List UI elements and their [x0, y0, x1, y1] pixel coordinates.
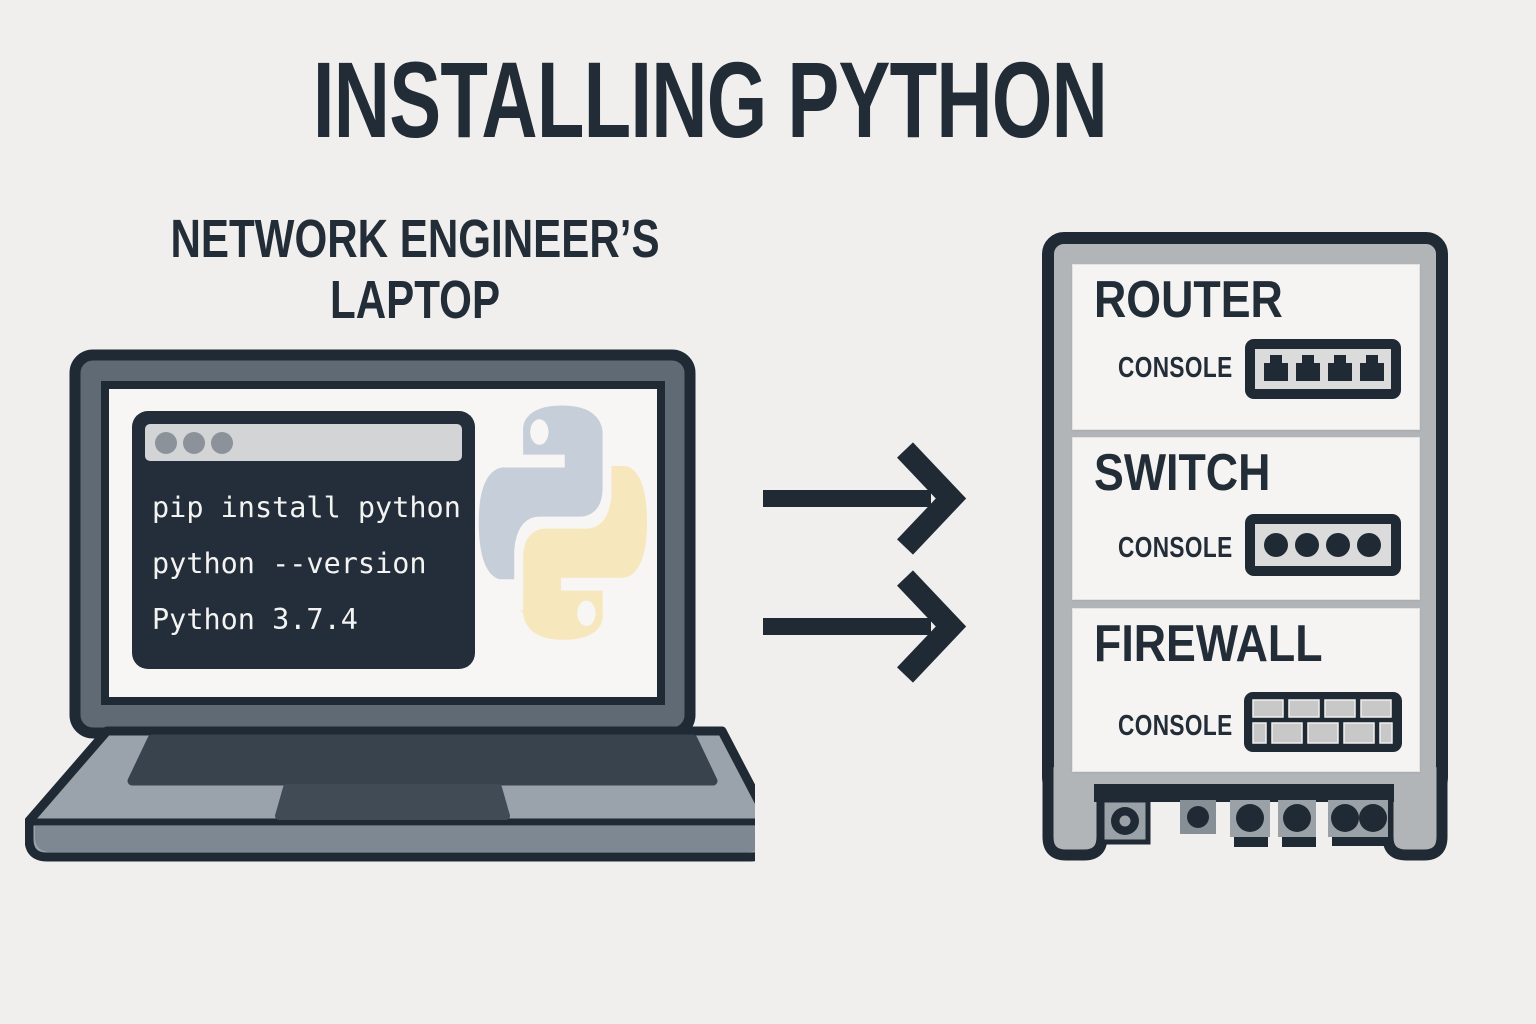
terminal-body	[132, 411, 475, 669]
console-label: CONSOLE	[1118, 710, 1233, 742]
laptop-illustration: pip install python python --version Pyth…	[25, 349, 755, 862]
flow-arrows	[763, 442, 967, 683]
python-logo-icon	[477, 403, 649, 643]
rack-device-switch: SWITCH CONSOLE	[1072, 437, 1420, 600]
socket-module-icon	[1230, 800, 1270, 847]
rj45-ports-icon	[1245, 339, 1401, 399]
laptop-label-line1: NETWORK ENGINEER’S	[170, 209, 660, 269]
rack-connector-strip	[1099, 797, 1388, 847]
window-dot-icon	[155, 432, 177, 454]
terminal-line-1: pip install python	[152, 491, 461, 524]
round-ports-icon	[1245, 514, 1401, 576]
socket-module-icon	[1099, 797, 1151, 845]
socket-module-icon	[1278, 800, 1316, 847]
rack-bottom-bar	[1094, 784, 1394, 802]
terminal-line-2: python --version	[152, 547, 427, 580]
laptop-trackpad	[275, 784, 510, 820]
console-label: CONSOLE	[1118, 532, 1233, 564]
arrow-right-icon	[763, 570, 967, 683]
laptop-front-edge	[35, 826, 755, 852]
device-title-firewall: FIREWALL	[1094, 615, 1323, 673]
terminal-window: pip install python python --version Pyth…	[132, 411, 475, 669]
window-dot-icon	[211, 432, 233, 454]
laptop-base	[25, 726, 755, 862]
page-title: INSTALLING PYTHON	[312, 39, 1108, 160]
rack-device-router: ROUTER CONSOLE	[1072, 264, 1420, 430]
laptop-label: NETWORK ENGINEER’S LAPTOP	[103, 209, 727, 331]
socket-module-icon	[1328, 800, 1388, 846]
laptop-keyboard-well	[127, 734, 718, 786]
laptop-label-line2: LAPTOP	[329, 270, 501, 331]
brick-wall-icon	[1244, 692, 1402, 752]
socket-module-icon	[1180, 800, 1216, 834]
window-dot-icon	[183, 432, 205, 454]
arrow-right-icon	[763, 442, 967, 555]
device-title-switch: SWITCH	[1094, 444, 1271, 502]
device-title-router: ROUTER	[1094, 271, 1283, 329]
terminal-line-3: Python 3.7.4	[152, 603, 358, 636]
rack-device-firewall: FIREWALL CONSOLE	[1072, 608, 1420, 772]
rack-foot-right	[1382, 765, 1448, 861]
console-label: CONSOLE	[1118, 352, 1233, 384]
